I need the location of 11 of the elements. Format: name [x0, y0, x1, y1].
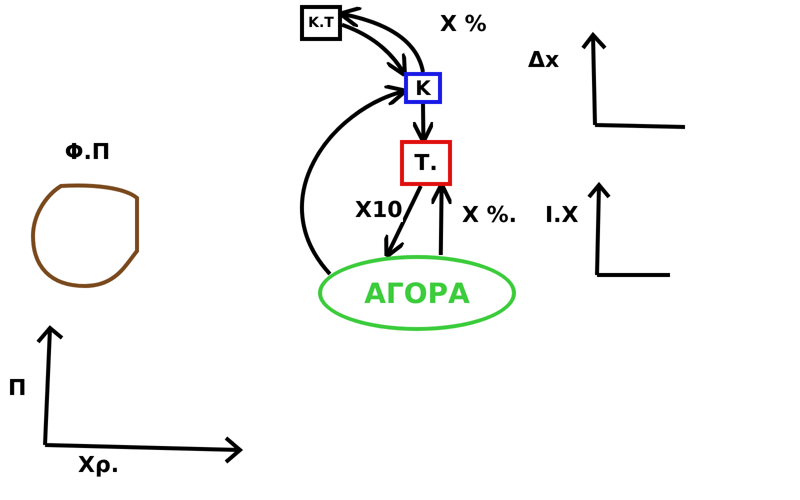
- axis-label: Χρ.: [78, 455, 120, 477]
- axis-label: Ι.Χ: [545, 205, 579, 227]
- process-box: Κ.Τ: [300, 5, 342, 41]
- axis-label: Δx: [528, 50, 560, 72]
- edge-label: Χ10: [355, 200, 403, 222]
- ellipse-node: ΑΓΟΡΑ: [318, 255, 516, 331]
- process-box: Τ.: [400, 140, 452, 186]
- process-box: Κ: [404, 72, 442, 104]
- axis-label: Π: [8, 378, 26, 400]
- arrow: [341, 22, 408, 78]
- arrow: [384, 185, 423, 259]
